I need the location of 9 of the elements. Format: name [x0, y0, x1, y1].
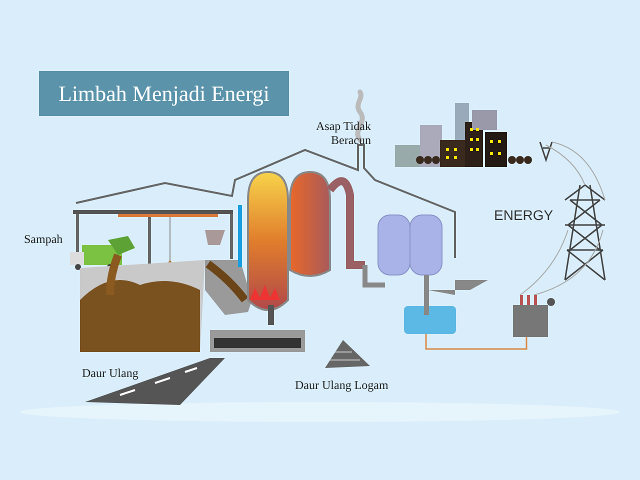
cable: [425, 334, 528, 350]
part-label: Daur Ulang: [82, 366, 140, 380]
part-label: Sampah: [24, 232, 64, 246]
part-label: Asap Tidak Beracun: [314, 119, 371, 147]
energy-label: ENERGY: [494, 208, 554, 222]
water-tank-drawing: [404, 306, 456, 334]
title: Limbah Menjadi Energi: [39, 71, 289, 116]
part-label: Daur Ulang Logam: [295, 378, 390, 392]
transformer-drawing: [513, 295, 555, 337]
